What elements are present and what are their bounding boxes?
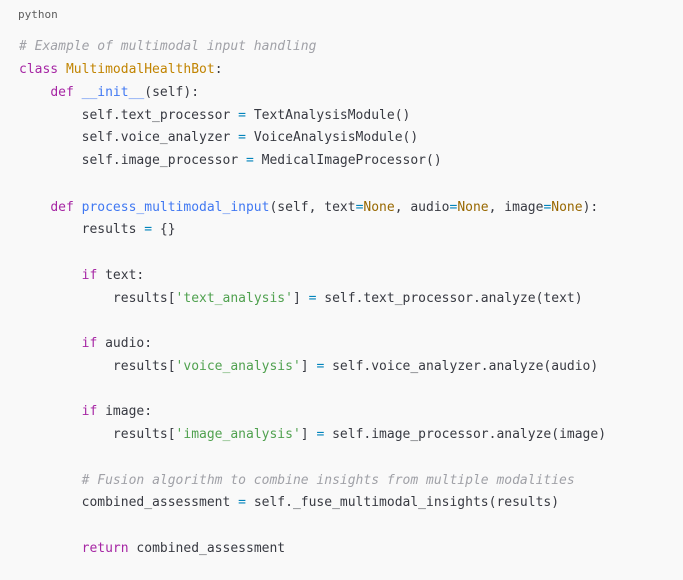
code-operator: = xyxy=(238,108,246,123)
language-label: python xyxy=(18,8,58,21)
code-text: self.image_processor.analyze(image) xyxy=(332,427,607,442)
code-operator: = xyxy=(238,495,246,510)
code-text: results xyxy=(19,222,137,237)
code-text: self.text_processor.analyze(text) xyxy=(324,291,583,306)
code-text: combined_assessment xyxy=(128,541,286,556)
code-line-5: self.voice_analyzer = VoiceAnalysisModul… xyxy=(19,129,419,147)
code-constant: None xyxy=(363,200,395,215)
code-line-3: def __init__(self): xyxy=(19,84,199,102)
code-text: VoiceAnalysisModule() xyxy=(253,130,419,145)
code-text: audio: xyxy=(97,336,153,351)
code-line-8: results = {} xyxy=(19,221,176,239)
code-text: ] xyxy=(300,359,309,374)
code-class-name: MultimodalHealthBot xyxy=(65,62,215,77)
code-line-16: combined_assessment = self._fuse_multimo… xyxy=(19,494,559,512)
code-line-13: if image: xyxy=(19,403,152,421)
code-line-6: self.image_processor = MedicalImageProce… xyxy=(19,152,442,170)
code-indent xyxy=(19,336,82,351)
code-comment: # Example of multimodal input handling xyxy=(19,39,317,54)
code-line-11: if audio: xyxy=(19,335,152,353)
code-constant: None xyxy=(551,200,583,215)
code-text: combined_assessment xyxy=(19,495,231,510)
code-line-10: results['text_analysis'] = self.text_pro… xyxy=(19,290,583,308)
code-line-17: return combined_assessment xyxy=(19,540,286,558)
code-string: 'image_analysis' xyxy=(175,427,301,442)
code-operator: = xyxy=(308,291,317,306)
code-text: self._fuse_multimodal_insights(results) xyxy=(253,495,560,510)
code-text: MedicalImageProcessor() xyxy=(261,153,442,168)
code-text: , image xyxy=(488,200,544,215)
code-string: 'text_analysis' xyxy=(175,291,293,306)
code-operator: = xyxy=(316,427,325,442)
code-text: TextAnalysisModule() xyxy=(253,108,411,123)
code-operator: = xyxy=(245,153,254,168)
code-punct: : xyxy=(214,62,223,77)
code-text: self.image_processor xyxy=(19,153,239,168)
code-function-name: __init__ xyxy=(81,85,145,100)
code-text: image: xyxy=(97,404,153,419)
code-text: results[ xyxy=(19,291,176,306)
code-line-15: # Fusion algorithm to combine insights f… xyxy=(19,472,575,490)
code-line-12: results['voice_analysis'] = self.voice_a… xyxy=(19,358,598,376)
code-text: (self, text xyxy=(269,200,356,215)
code-indent xyxy=(19,473,82,488)
code-string: 'voice_analysis' xyxy=(175,359,301,374)
code-line-7: def process_multimodal_input(self, text=… xyxy=(19,199,598,217)
code-indent xyxy=(19,85,50,100)
code-text: {} xyxy=(159,222,176,237)
code-keyword: return xyxy=(81,541,129,556)
code-text: results[ xyxy=(19,359,176,374)
code-text: results[ xyxy=(19,427,176,442)
code-indent xyxy=(19,268,82,283)
code-keyword: if xyxy=(81,268,98,283)
code-text: ): xyxy=(582,200,599,215)
code-operator: = xyxy=(238,130,246,145)
code-keyword: def xyxy=(50,85,74,100)
code-constant: None xyxy=(457,200,489,215)
code-function-name: process_multimodal_input xyxy=(81,200,270,215)
code-operator: = xyxy=(316,359,325,374)
code-text: ] xyxy=(300,427,309,442)
code-indent xyxy=(19,404,82,419)
code-line-2: class MultimodalHealthBot: xyxy=(19,61,223,79)
code-operator: = xyxy=(144,222,153,237)
code-operator: = xyxy=(449,200,458,215)
code-text: , audio xyxy=(394,200,450,215)
code-indent xyxy=(19,541,82,556)
code-line-9: if text: xyxy=(19,267,145,285)
code-line-4: self.text_processor = TextAnalysisModule… xyxy=(19,107,411,125)
code-comment: # Fusion algorithm to combine insights f… xyxy=(81,473,575,488)
code-text: self.text_processor xyxy=(19,108,231,123)
code-keyword: if xyxy=(81,336,98,351)
code-line-1: # Example of multimodal input handling xyxy=(19,38,316,56)
code-keyword: if xyxy=(81,404,98,419)
code-text: ] xyxy=(292,291,301,306)
code-text: text: xyxy=(97,268,145,283)
code-line-14: results['image_analysis'] = self.image_p… xyxy=(19,426,606,444)
code-indent xyxy=(19,200,50,215)
code-operator: = xyxy=(543,200,552,215)
code-keyword: def xyxy=(50,200,74,215)
code-text: self.voice_analyzer.analyze(audio) xyxy=(332,359,599,374)
code-text: (self): xyxy=(144,85,200,100)
code-keyword: class xyxy=(19,62,59,77)
code-text: self.voice_analyzer xyxy=(19,130,231,145)
code-operator: = xyxy=(355,200,364,215)
